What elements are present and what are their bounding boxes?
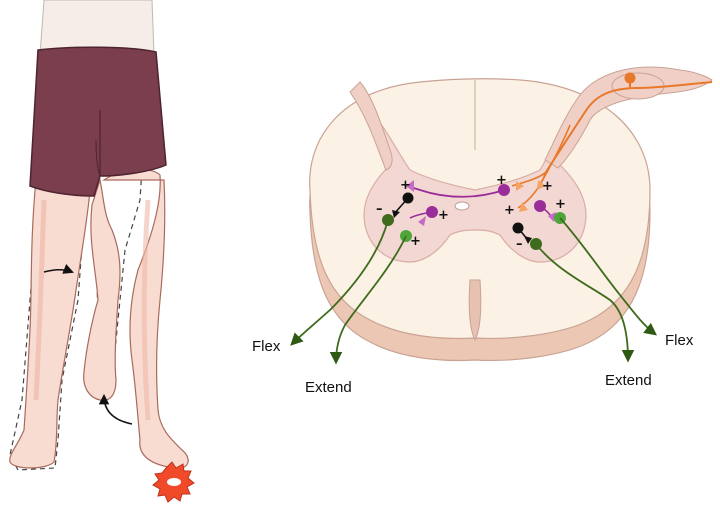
interneurons [405, 180, 556, 226]
plus-sign: + [555, 197, 566, 212]
extend-label-right: Extend [605, 372, 652, 389]
plus-sign: + [496, 173, 507, 188]
sensory-synapse [537, 180, 546, 190]
plus-sign: + [400, 178, 411, 193]
right-leg [83, 177, 121, 401]
gray-matter [363, 106, 587, 263]
sensory-neuron [511, 72, 713, 212]
inhibitory-interneurons [392, 192, 532, 244]
previous-position-outline [9, 9, 153, 471]
motor-neurons [290, 212, 657, 365]
plus-sign: + [504, 203, 515, 218]
minus-sign: – [516, 237, 523, 252]
extend-label-left: Extend [305, 379, 352, 396]
shorts [29, 46, 167, 197]
sensory-synapse [519, 202, 528, 212]
interneuron-body-right-a [498, 184, 510, 196]
plus-sign: + [438, 208, 449, 223]
painful-stimulus-icon [152, 461, 195, 503]
flex-label-right: Flex [665, 332, 694, 349]
sensory-synapse [516, 181, 524, 191]
flex-label-left: Flex [252, 338, 281, 355]
plus-sign: + [542, 179, 553, 194]
foot-lift-arrow [98, 393, 133, 425]
knee-flex-arrow [43, 264, 74, 274]
sensory-cell-body [624, 72, 636, 84]
left-leg [9, 179, 91, 469]
central-canal [454, 201, 470, 211]
synapse-signs: + + + – + + + + – [376, 173, 566, 252]
minus-sign: – [376, 202, 383, 217]
plus-sign: + [410, 234, 421, 249]
legs-illustration [9, 0, 195, 503]
dorsal-root-ganglion [544, 66, 713, 169]
